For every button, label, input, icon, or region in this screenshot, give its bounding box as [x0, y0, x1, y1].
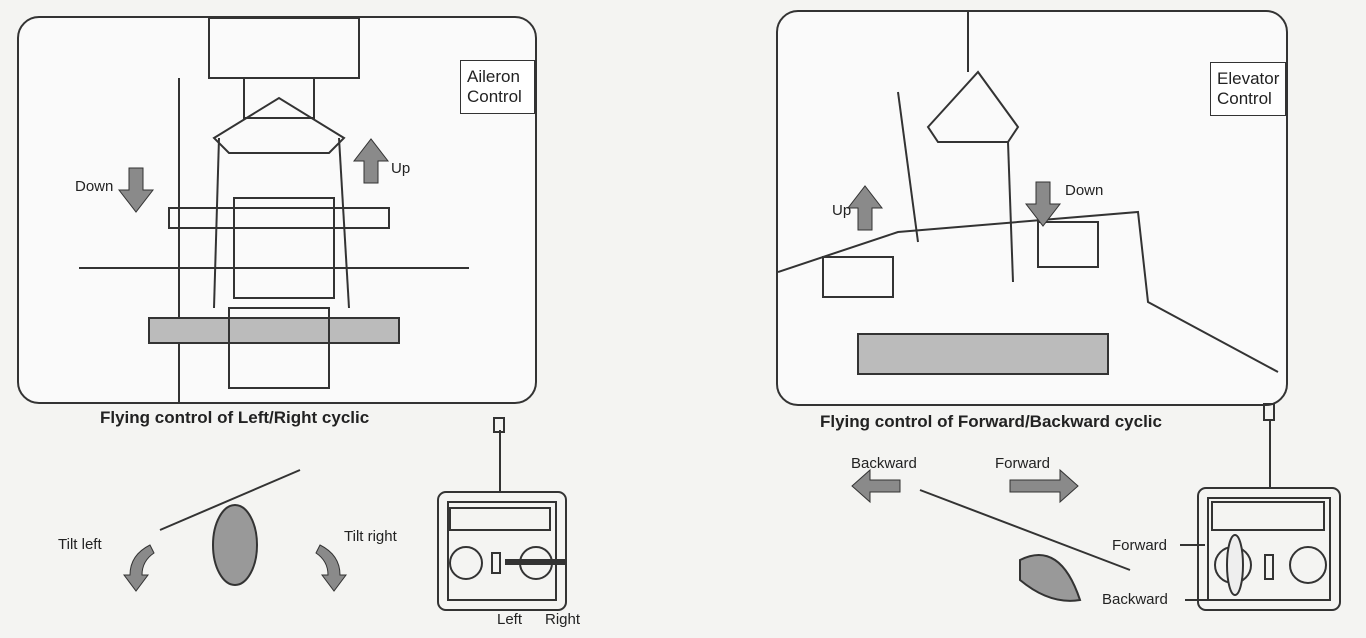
stick-forward-label: Forward	[1112, 537, 1168, 554]
aileron-diagram-panel: Aileron Control Down Up	[17, 16, 537, 404]
down-label: Down	[1065, 182, 1104, 199]
stick-backward-label: Backward	[1102, 591, 1168, 608]
left-lower-illustrations	[123, 417, 567, 611]
up-arrow	[352, 138, 390, 184]
up-label: Up	[391, 160, 411, 177]
stick-right-label: Right	[545, 611, 581, 628]
elevator-diagram-panel: Elevator Control Up Down	[776, 10, 1288, 406]
helicopter-side-view	[778, 12, 1279, 375]
helicopter-rotor-head-front-view	[79, 18, 469, 402]
elevator-control-label: Elevator Control	[1210, 62, 1286, 116]
up-arrow	[846, 185, 884, 231]
tilt-left-label: Tilt left	[58, 536, 102, 553]
backward-label: Backward	[851, 455, 917, 472]
up-label: Up	[832, 202, 852, 219]
tilt-right-arrow	[315, 544, 347, 592]
down-arrow	[117, 167, 155, 213]
aileron-control-label: Aileron Control	[460, 60, 535, 114]
forward-backward-caption: Flying control of Forward/Backward cycli…	[820, 412, 1162, 431]
backward-arrow	[851, 468, 901, 504]
forward-arrow	[1009, 468, 1079, 504]
tilt-left-arrow	[123, 544, 155, 592]
forward-label: Forward	[995, 455, 1051, 472]
down-arrow	[1024, 181, 1062, 227]
tilt-right-label: Tilt right	[344, 528, 397, 545]
stick-left-label: Left	[497, 611, 523, 628]
down-label: Down	[75, 178, 114, 195]
left-right-caption: Flying control of Left/Right cyclic	[100, 408, 370, 427]
